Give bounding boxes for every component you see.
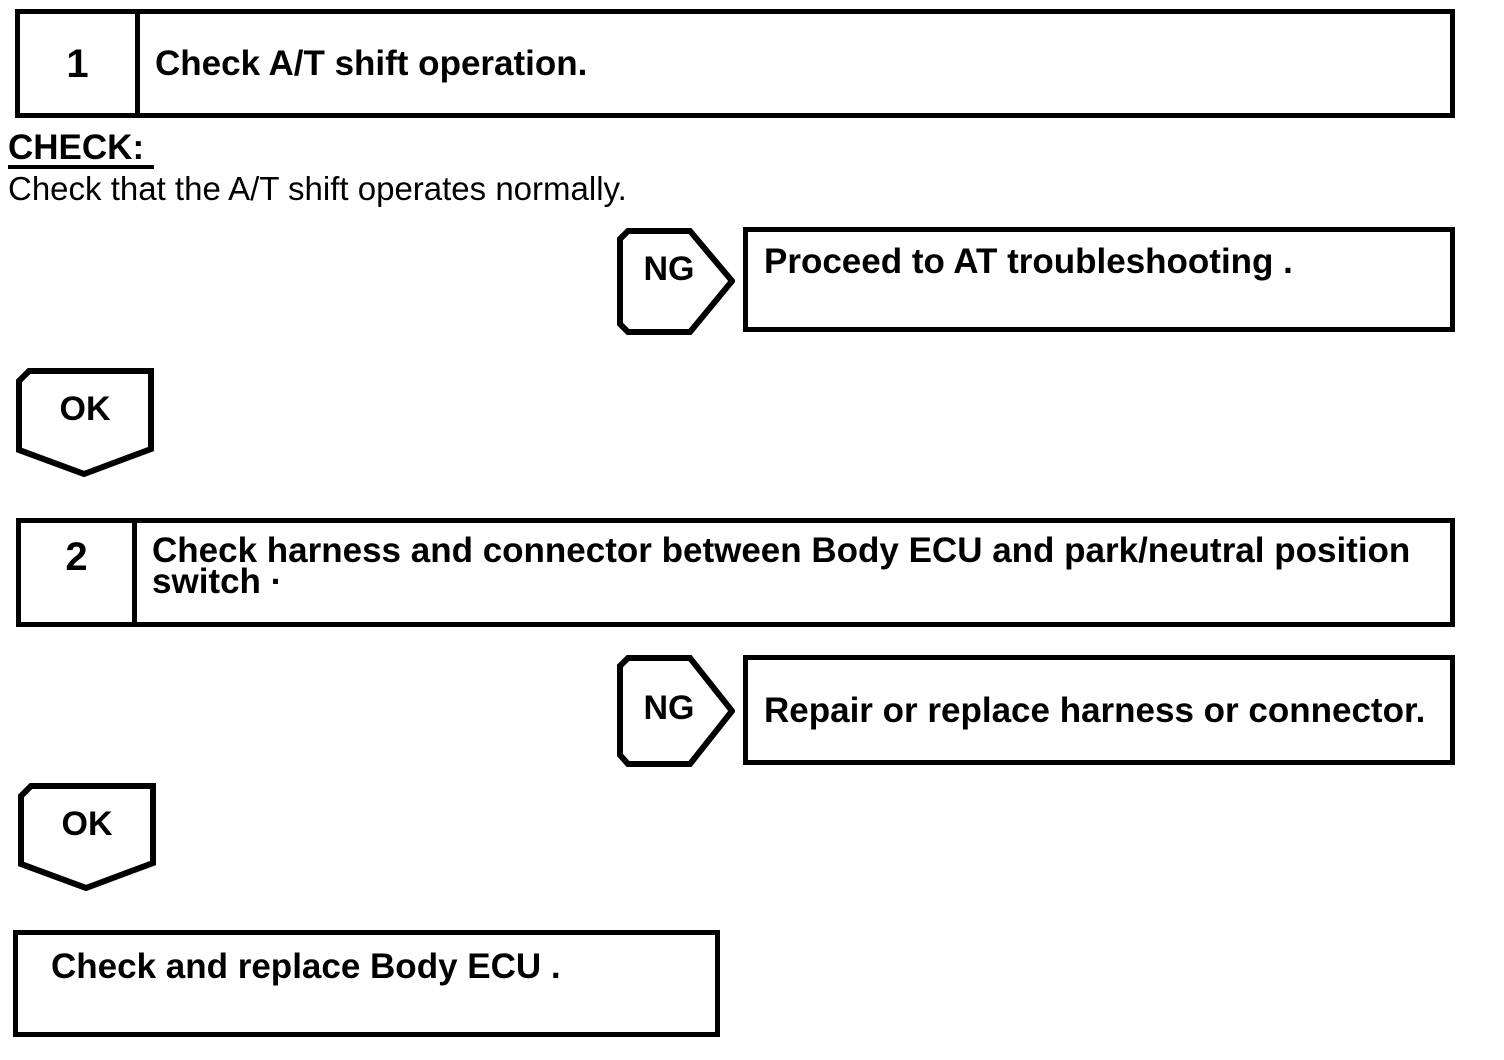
- step-2-number: 2: [21, 523, 137, 622]
- final-action-box: Check and replace Body ECU .: [13, 930, 720, 1037]
- ng-arrow-icon: [617, 228, 735, 335]
- step-2-title-line-1: Check harness and connector between Body…: [152, 531, 1411, 570]
- ok-banner-icon: [16, 368, 154, 477]
- final-action-text: Check and replace Body ECU .: [51, 947, 561, 986]
- step-2-box: 2 Check harness and connector between Bo…: [16, 518, 1455, 627]
- ng-connector-1: NG: [617, 228, 735, 335]
- check-description: Check that the A/T shift operates normal…: [8, 170, 627, 207]
- ok-connector-1: OK: [16, 368, 154, 477]
- check-heading-wrap: CHECK:: [8, 130, 155, 169]
- ng-label-2: NG: [643, 689, 695, 727]
- ok-connector-2: OK: [18, 783, 156, 891]
- ng-action-2-box: Repair or replace harness or connector.: [743, 655, 1455, 765]
- step-1-number: 1: [20, 14, 140, 113]
- step-2-title: Check harness and connector between Body…: [137, 523, 1450, 622]
- ng-connector-2: NG: [617, 655, 735, 767]
- step-1-title-line: Check A/T shift operation.: [155, 44, 588, 83]
- ng-action-1-text: Proceed to AT troubleshooting .: [764, 242, 1293, 281]
- check-heading: CHECK:: [8, 130, 155, 169]
- ng-action-2-text: Repair or replace harness or connector.: [764, 690, 1426, 730]
- ok-banner-icon: [18, 783, 156, 891]
- step-1-box: 1 Check A/T shift operation.: [15, 9, 1455, 118]
- ok-label-2: OK: [61, 804, 113, 843]
- step-1-title: Check A/T shift operation.: [140, 14, 1450, 113]
- ok-label-1: OK: [59, 390, 111, 428]
- ng-label-1: NG: [643, 249, 695, 288]
- ng-arrow-icon: [617, 655, 735, 767]
- step-2-title-line-2: switch ·: [152, 562, 283, 601]
- ng-action-1-box: Proceed to AT troubleshooting .: [743, 227, 1455, 332]
